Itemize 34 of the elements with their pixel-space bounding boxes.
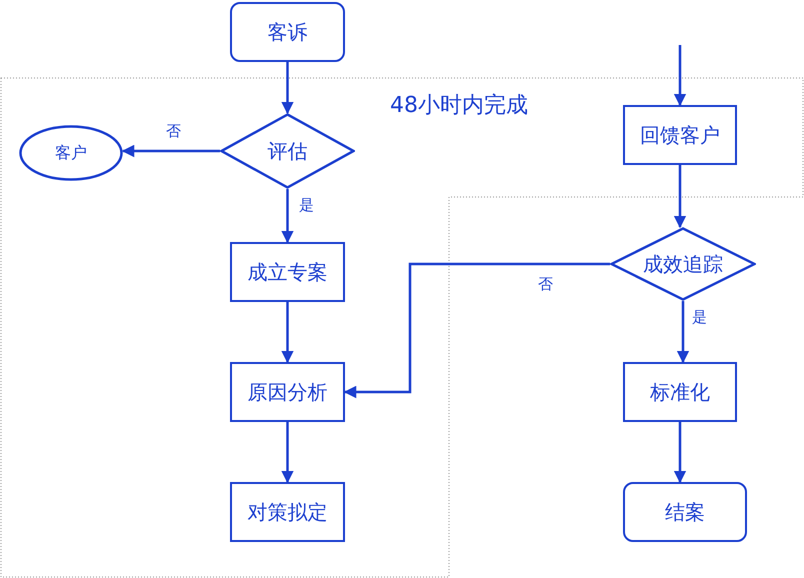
terminal-box (230, 2, 345, 62)
edge-label: 否 (536, 275, 555, 294)
process-box (230, 242, 345, 302)
process-box (230, 362, 345, 422)
edge-label: 是 (297, 196, 316, 215)
edge-label: 否 (164, 122, 183, 141)
arrow (674, 422, 686, 484)
node-text: 结案 (665, 498, 705, 526)
arrow (344, 262, 610, 398)
decision-diamond (220, 113, 355, 189)
process-box (623, 362, 737, 422)
arrow (281, 62, 294, 114)
terminal-box (623, 482, 747, 542)
arrow (676, 301, 690, 364)
node-text: 对策拟定 (248, 498, 328, 526)
ellipse-node (19, 125, 123, 181)
node-text: 标准化 (650, 378, 710, 406)
arrow (674, 45, 686, 106)
node-text: 回馈客户 (640, 122, 720, 148)
process-box (623, 105, 737, 165)
arrow (281, 422, 294, 484)
decision-diamond (610, 227, 756, 301)
node-text: 客诉 (268, 18, 308, 46)
node-text: 评估 (268, 138, 308, 164)
arrow (281, 302, 294, 364)
node-text: 成效追踪 (643, 250, 723, 278)
node-text: 客户 (55, 142, 87, 164)
arrow (122, 144, 220, 158)
arrow (674, 165, 686, 228)
process-box (230, 482, 345, 542)
node-text: 成立专案 (248, 258, 328, 286)
node-text: 原因分析 (248, 378, 328, 406)
edge-label: 是 (690, 308, 709, 327)
arrow (281, 189, 294, 244)
